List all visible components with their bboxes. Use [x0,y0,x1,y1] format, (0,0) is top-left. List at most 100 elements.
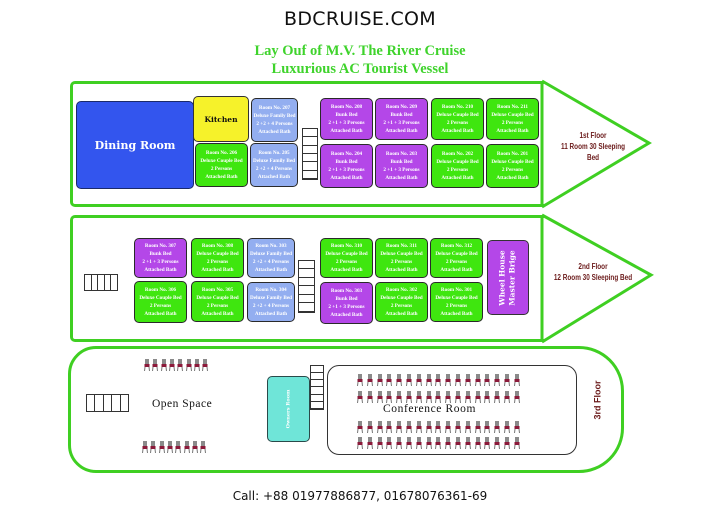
floor-1-stairs [302,128,318,180]
floor-1-bow [540,79,652,209]
chair-icon [168,356,175,372]
chair-icon [494,434,501,450]
room-number: Room No. 203 [385,151,418,157]
chair-icon [513,434,520,450]
floor-3-deck [68,346,624,473]
room-bath: Attached Bath [201,310,234,317]
room-bath: Attached Bath [257,174,291,180]
chair-icon [175,438,182,454]
room-bed: Bunk Bed [335,159,358,165]
room-bath: Attached Bath [440,311,473,317]
room-number: Room No. 302 [385,287,418,293]
chair-icon [142,438,148,454]
room-bath: Attached Bath [258,129,291,135]
room-bath: Attached Bath [385,175,418,181]
floor-3-label: 3rd Floor [592,380,603,420]
room-persons: 2 Persons [446,167,469,173]
room-persons: 2 +2 + 4 Persons [252,303,290,309]
room-bath: Attached Bath [385,267,418,273]
chair-icon [376,434,383,450]
kitchen: Kitchen [193,96,249,142]
floor-1-deck [70,81,544,207]
room-number: Room No. 301 [440,287,473,293]
chair-icon [504,371,510,387]
chair-icon [185,356,192,372]
room-bed: Deluxe Couple Bed [196,294,239,301]
chair-icon [504,418,510,434]
chair-icon [474,388,481,404]
room-number: Room No. 204 [330,151,363,157]
room-bed: Deluxe Couple Bed [435,295,478,301]
room-persons: 2 Persons [446,120,469,126]
room-persons: 2 Persons [445,303,468,309]
chair-icon [386,371,393,387]
chair-icon [376,388,383,404]
dining-room: Dining Room [76,101,194,189]
chair-icon [494,388,501,404]
room-bed: Deluxe Couple Bed [380,295,423,301]
room-number: Room No. 308 [201,243,234,249]
chair-icon [396,434,403,450]
chair-icon [396,418,403,434]
chair-icon [183,438,190,454]
chair-icon [425,434,432,450]
chair-icon [406,434,412,450]
room-bath: Attached Bath [201,267,234,273]
room-bath: Attached Bath [441,175,474,181]
chair-icon [415,418,422,434]
room-number: Room No. 206 [205,150,238,156]
floor-2-stairs-center [298,260,315,313]
floor-2-deck [70,215,544,342]
room-bed: Deluxe Family Bed [249,251,293,257]
chair-icon [193,356,200,372]
room-number: Room No. 208 [330,104,363,110]
chair-icon [445,434,452,450]
chair-icon [445,371,452,387]
chair-icon [455,434,461,450]
room-persons: 2 Persons [206,302,229,309]
chair-icon [464,418,471,434]
chair-icon [435,388,442,404]
chair-icon [366,388,373,404]
chair-icon [202,356,209,372]
room-persons: 2 Persons [501,167,524,173]
chair-icon [158,438,165,454]
chair-icon [484,434,491,450]
room-bath: Attached Bath [496,175,529,181]
owners-room: Owners Room [267,376,310,442]
room-bed: Deluxe Couple Bed [491,159,534,165]
room-bed: Bunk Bed [390,159,413,165]
chair-icon [376,418,383,434]
chair-icon [494,418,501,434]
room-bath: Attached Bath [330,267,363,273]
chair-icon [366,418,373,434]
room-bed: Bunk Bed [149,251,172,257]
room-bath: Attached Bath [496,128,529,134]
room-number: Room No. 310 [330,243,363,249]
chair-icon [435,418,442,434]
room-bath: Attached Bath [254,311,288,317]
chair-icon [150,438,157,454]
chair-icon [484,388,491,404]
room-bath: Attached Bath [440,267,473,273]
room-bath: Attached Bath [205,174,238,180]
chair-icon [504,434,510,450]
site-title: BDCRUISE.COM [284,8,436,30]
chair-icon [166,438,173,454]
room-persons: 2 +1 + 3 Persons [383,167,420,173]
room-bath: Attached Bath [441,128,474,134]
chair-icon [357,371,363,387]
master-bridge-label: Master Brige [508,249,518,306]
room-bed: Deluxe Couple Bed [196,251,239,257]
room-number: Room No. 311 [386,243,417,249]
room-bath: Attached Bath [144,267,177,273]
open-space-label: Open Space [152,398,213,410]
chair-icon [177,356,184,372]
